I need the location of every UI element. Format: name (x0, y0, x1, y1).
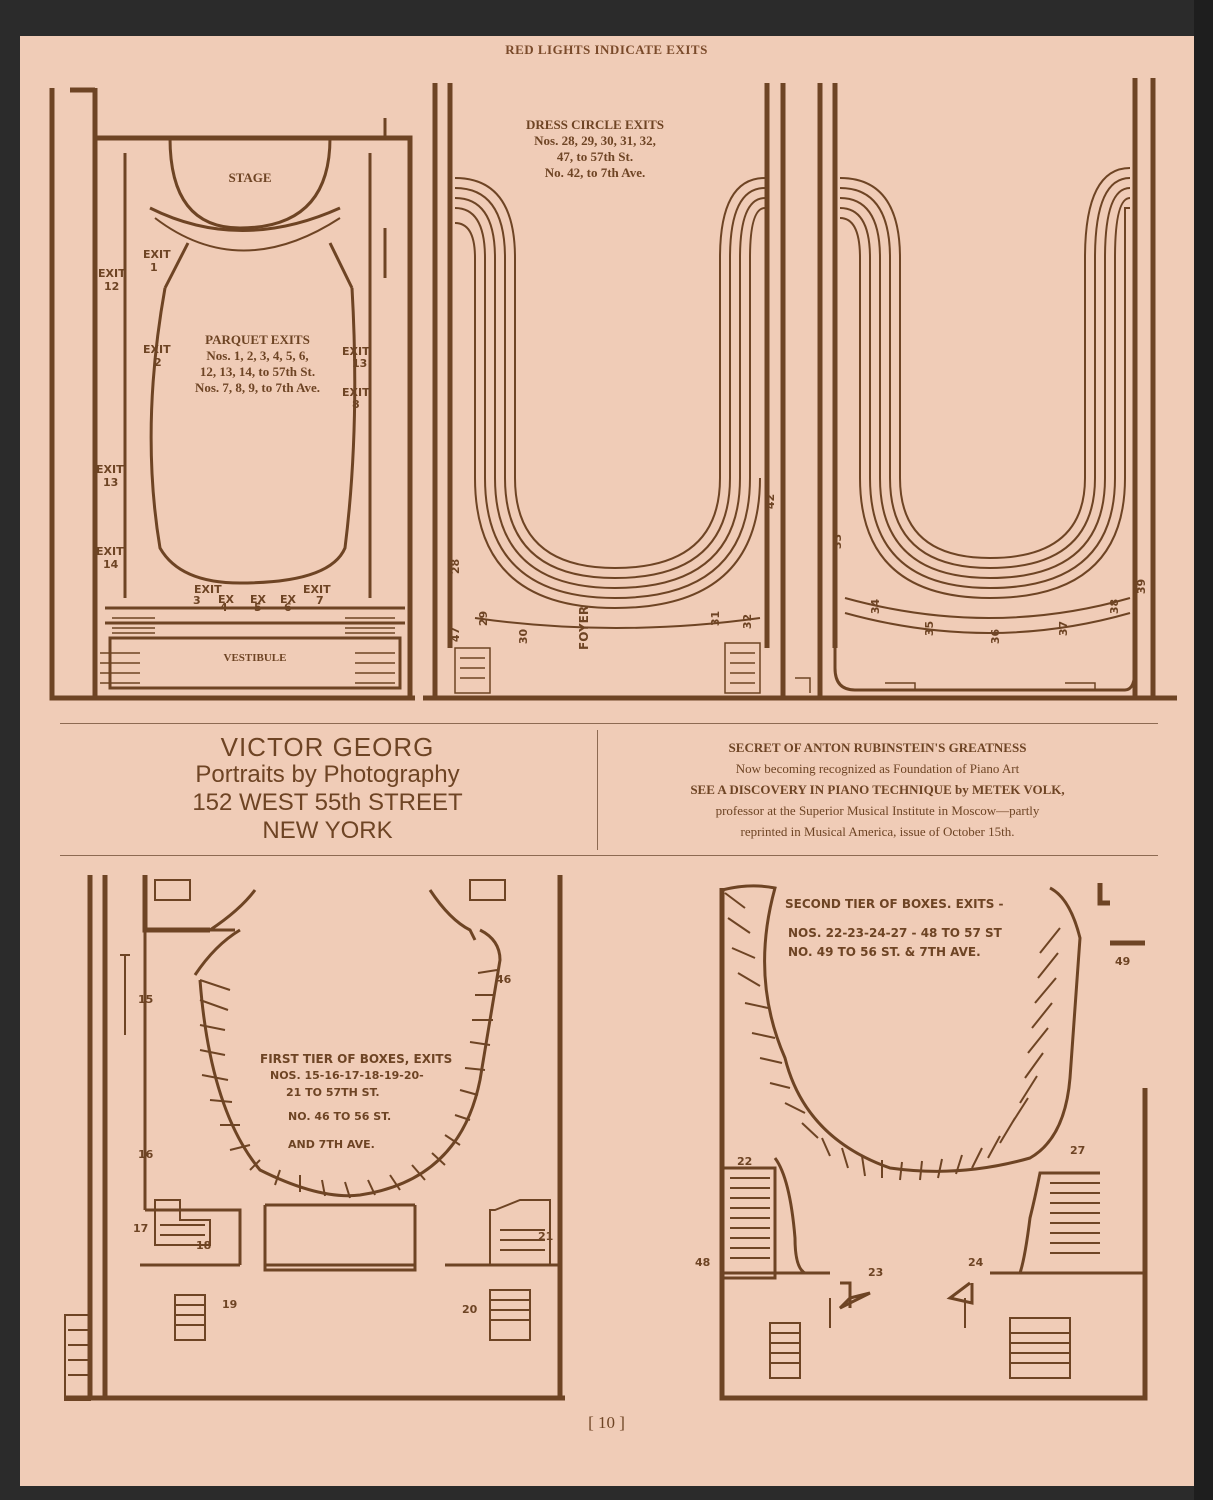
exit-number: 19 (222, 1298, 238, 1311)
exit-number: 24 (968, 1256, 984, 1269)
exit-number: 4 (220, 601, 228, 614)
exit-number: 32 (741, 613, 755, 630)
exit-label: EXIT (194, 583, 222, 596)
vestibule-label: VESTIBULE (223, 652, 287, 664)
exit-number: 46 (496, 973, 512, 986)
first-tier-line-2: 21 TO 57TH ST. (286, 1086, 380, 1099)
ad-headline: SECRET OF ANTON RUBINSTEIN'S GREATNESS (728, 740, 1027, 755)
exit-number: 31 (709, 610, 723, 627)
exit-number: 38 (1108, 598, 1122, 615)
page-number: [ 10 ] (588, 1413, 625, 1432)
second-tier-floor-plan (719, 883, 1148, 1401)
exit-number: 17 (133, 1222, 149, 1235)
first-tier-line-3: NO. 46 TO 56 ST. (288, 1110, 392, 1123)
ad-line-4: reprinted in Musical America, issue of O… (740, 824, 1015, 839)
exit-number: 2 (154, 356, 162, 369)
exit-number: 8 (352, 398, 360, 411)
exit-number: 6 (284, 601, 292, 614)
ad-line-3: professor at the Superior Musical Instit… (715, 803, 1040, 818)
exit-number: 42 (764, 493, 778, 510)
first-tier-floor-plan (64, 875, 565, 1401)
exit-number: 23 (868, 1266, 884, 1279)
ex-label: EX (280, 593, 296, 606)
exit-label: EXIT (98, 267, 126, 280)
dress-circle-line-3: No. 42, to 7th Ave. (544, 165, 646, 180)
exit-number: 48 (695, 1256, 711, 1269)
parquet-exits-title: PARQUET EXITS (205, 332, 310, 347)
divider-top (60, 723, 1158, 724)
exit-number: 39 (1135, 578, 1149, 595)
dress-circle-floor-plan (423, 78, 1177, 701)
exit-number: 29 (477, 610, 491, 627)
parquet-exits-line-2: 12, 13, 14, to 57th St. (199, 364, 316, 379)
divider-vertical (597, 730, 598, 850)
ad-line-1: Now becoming recognized as Foundation of… (735, 761, 1020, 776)
exit-label: EXIT (342, 386, 370, 399)
exit-label: EXIT (96, 545, 124, 558)
second-tier-line-2: NO. 49 TO 56 ST. & 7TH AVE. (788, 945, 981, 959)
exit-label: EXIT (96, 463, 124, 476)
first-tier-line-4: AND 7TH AVE. (288, 1138, 375, 1151)
first-tier-line-1: NOS. 15-16-17-18-19-20- (270, 1069, 424, 1082)
victor-georg-name: VICTOR GEORG (220, 732, 435, 762)
exit-number: 28 (449, 558, 463, 575)
exit-number: 22 (737, 1155, 753, 1168)
exit-number: 7 (316, 594, 324, 607)
exit-number: 14 (103, 558, 119, 571)
exit-label: EXIT (303, 583, 331, 596)
page-header: RED LIGHTS INDICATE EXITS (505, 42, 708, 57)
torn-edge (1172, 36, 1194, 1486)
exit-number: 33 (831, 533, 845, 550)
scan-border (1194, 0, 1213, 1500)
exit-number: 13 (103, 476, 119, 489)
rubinstein-ad: SECRET OF ANTON RUBINSTEIN'S GREATNESS N… (600, 737, 1155, 842)
parquet-floor-plan (49, 87, 415, 701)
exit-number: 5 (254, 601, 262, 614)
exit-label: EXIT (342, 345, 370, 358)
victor-georg-tagline: Portraits by Photography (195, 761, 460, 788)
exit-number: 49 (1115, 955, 1131, 968)
exit-number: 36 (989, 628, 1003, 645)
exit-number: 18 (196, 1239, 212, 1252)
first-tier-title: FIRST TIER OF BOXES, EXITS (260, 1052, 453, 1066)
exit-label: EXIT (143, 248, 171, 261)
page-paper (20, 36, 1172, 1486)
second-tier-title: SECOND TIER OF BOXES. EXITS - (785, 897, 1004, 911)
exit-number: 1 (150, 261, 158, 274)
exit-number: 27 (1070, 1144, 1086, 1157)
exit-number: 3 (193, 594, 201, 607)
exit-label: EXIT (143, 343, 171, 356)
stage-label: STAGE (228, 170, 272, 185)
exit-number: 47 (449, 626, 463, 643)
victor-georg-city: NEW YORK (262, 817, 393, 844)
exit-number: 35 (923, 620, 937, 637)
exit-number: 15 (138, 993, 154, 1006)
parquet-exits-line-3: Nos. 7, 8, 9, to 7th Ave. (194, 380, 321, 395)
ex-label: EX (250, 593, 266, 606)
exit-number: 30 (517, 628, 531, 645)
ad-line-2: SEE A DISCOVERY IN PIANO TECHNIQUE by ME… (690, 782, 1065, 797)
dress-circle-line-1: Nos. 28, 29, 30, 31, 32, (534, 133, 656, 148)
exit-number: 13 (352, 357, 368, 370)
exit-number: 16 (138, 1148, 154, 1161)
victor-georg-address: 152 WEST 55th STREET (192, 789, 463, 816)
exit-number: 12 (104, 280, 120, 293)
dress-circle-title: DRESS CIRCLE EXITS (526, 117, 664, 132)
exit-number: 21 (538, 1230, 554, 1243)
foyer-label: FOYER (577, 605, 591, 650)
parquet-exits-line-1: Nos. 1, 2, 3, 4, 5, 6, (206, 348, 309, 363)
victor-georg-ad: VICTOR GEORG Portraits by Photography 15… (60, 733, 595, 845)
divider-bottom (60, 855, 1158, 856)
dress-circle-line-2: 47, to 57th St. (556, 149, 634, 164)
scan-background (0, 0, 1213, 36)
exit-number: 34 (869, 598, 883, 615)
exit-number: 37 (1057, 620, 1071, 637)
ex-label: EX (218, 593, 234, 606)
second-tier-line-1: NOS. 22-23-24-27 - 48 TO 57 ST (788, 926, 1002, 940)
exit-number: 20 (462, 1303, 478, 1316)
